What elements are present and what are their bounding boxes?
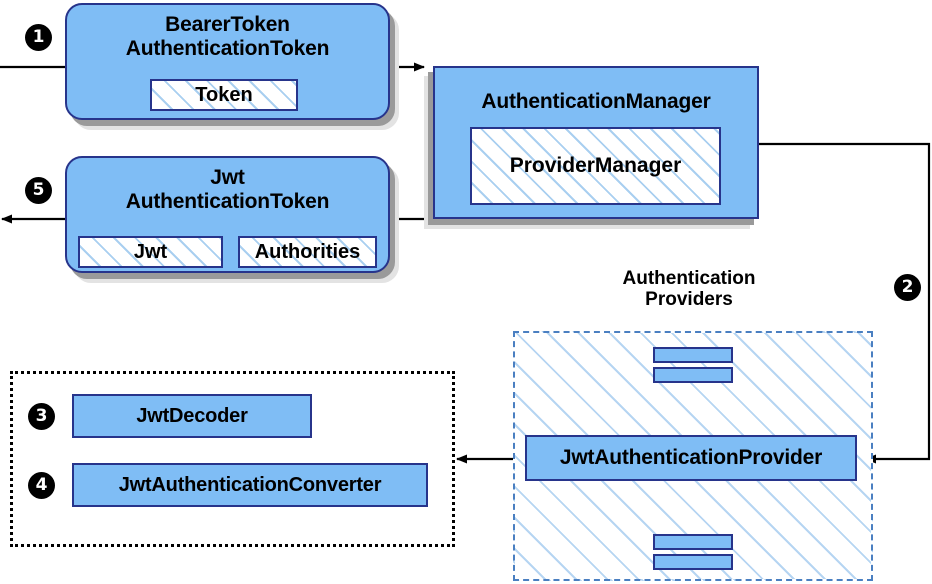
node-jwt-authentication-converter-title: JwtAuthenticationConverter: [118, 474, 382, 496]
step-marker-5: 5: [25, 177, 52, 204]
subbox-provider-manager-label: ProviderManager: [509, 154, 682, 177]
subbox-jwt-label: Jwt: [133, 240, 168, 263]
node-authentication-manager-title: AuthenticationManager: [481, 90, 711, 113]
step-marker-1: 1: [25, 24, 52, 51]
node-jwt-decoder-title: JwtDecoder: [136, 405, 248, 427]
provider-stack-bar-top-1: [653, 347, 733, 363]
step-marker-2: 2: [894, 274, 921, 301]
subbox-provider-manager: ProviderManager: [470, 127, 721, 205]
node-jwt-authentication-token-title: Jwt AuthenticationToken: [125, 166, 330, 213]
subbox-authorities: Authorities: [238, 236, 377, 268]
region-authentication-providers-label: Authentication Providers: [622, 268, 756, 311]
step-marker-3: 3: [28, 403, 55, 430]
provider-stack-bar-bottom-1: [653, 534, 733, 550]
provider-stack-bar-bottom-2: [653, 554, 733, 570]
subbox-jwt: Jwt: [78, 236, 223, 268]
node-bearer-token-title: BearerToken AuthenticationToken: [125, 13, 330, 60]
node-jwt-authentication-provider[interactable]: JwtAuthenticationProvider: [525, 435, 857, 481]
node-jwt-authentication-provider-title: JwtAuthenticationProvider: [559, 446, 823, 469]
node-jwt-decoder[interactable]: JwtDecoder: [72, 394, 312, 438]
subbox-token: Token: [150, 79, 298, 111]
provider-stack-bar-top-2: [653, 367, 733, 383]
step-marker-4: 4: [28, 472, 55, 499]
subbox-token-label: Token: [195, 83, 253, 106]
subbox-authorities-label: Authorities: [254, 240, 361, 263]
node-jwt-authentication-converter[interactable]: JwtAuthenticationConverter: [72, 463, 428, 507]
